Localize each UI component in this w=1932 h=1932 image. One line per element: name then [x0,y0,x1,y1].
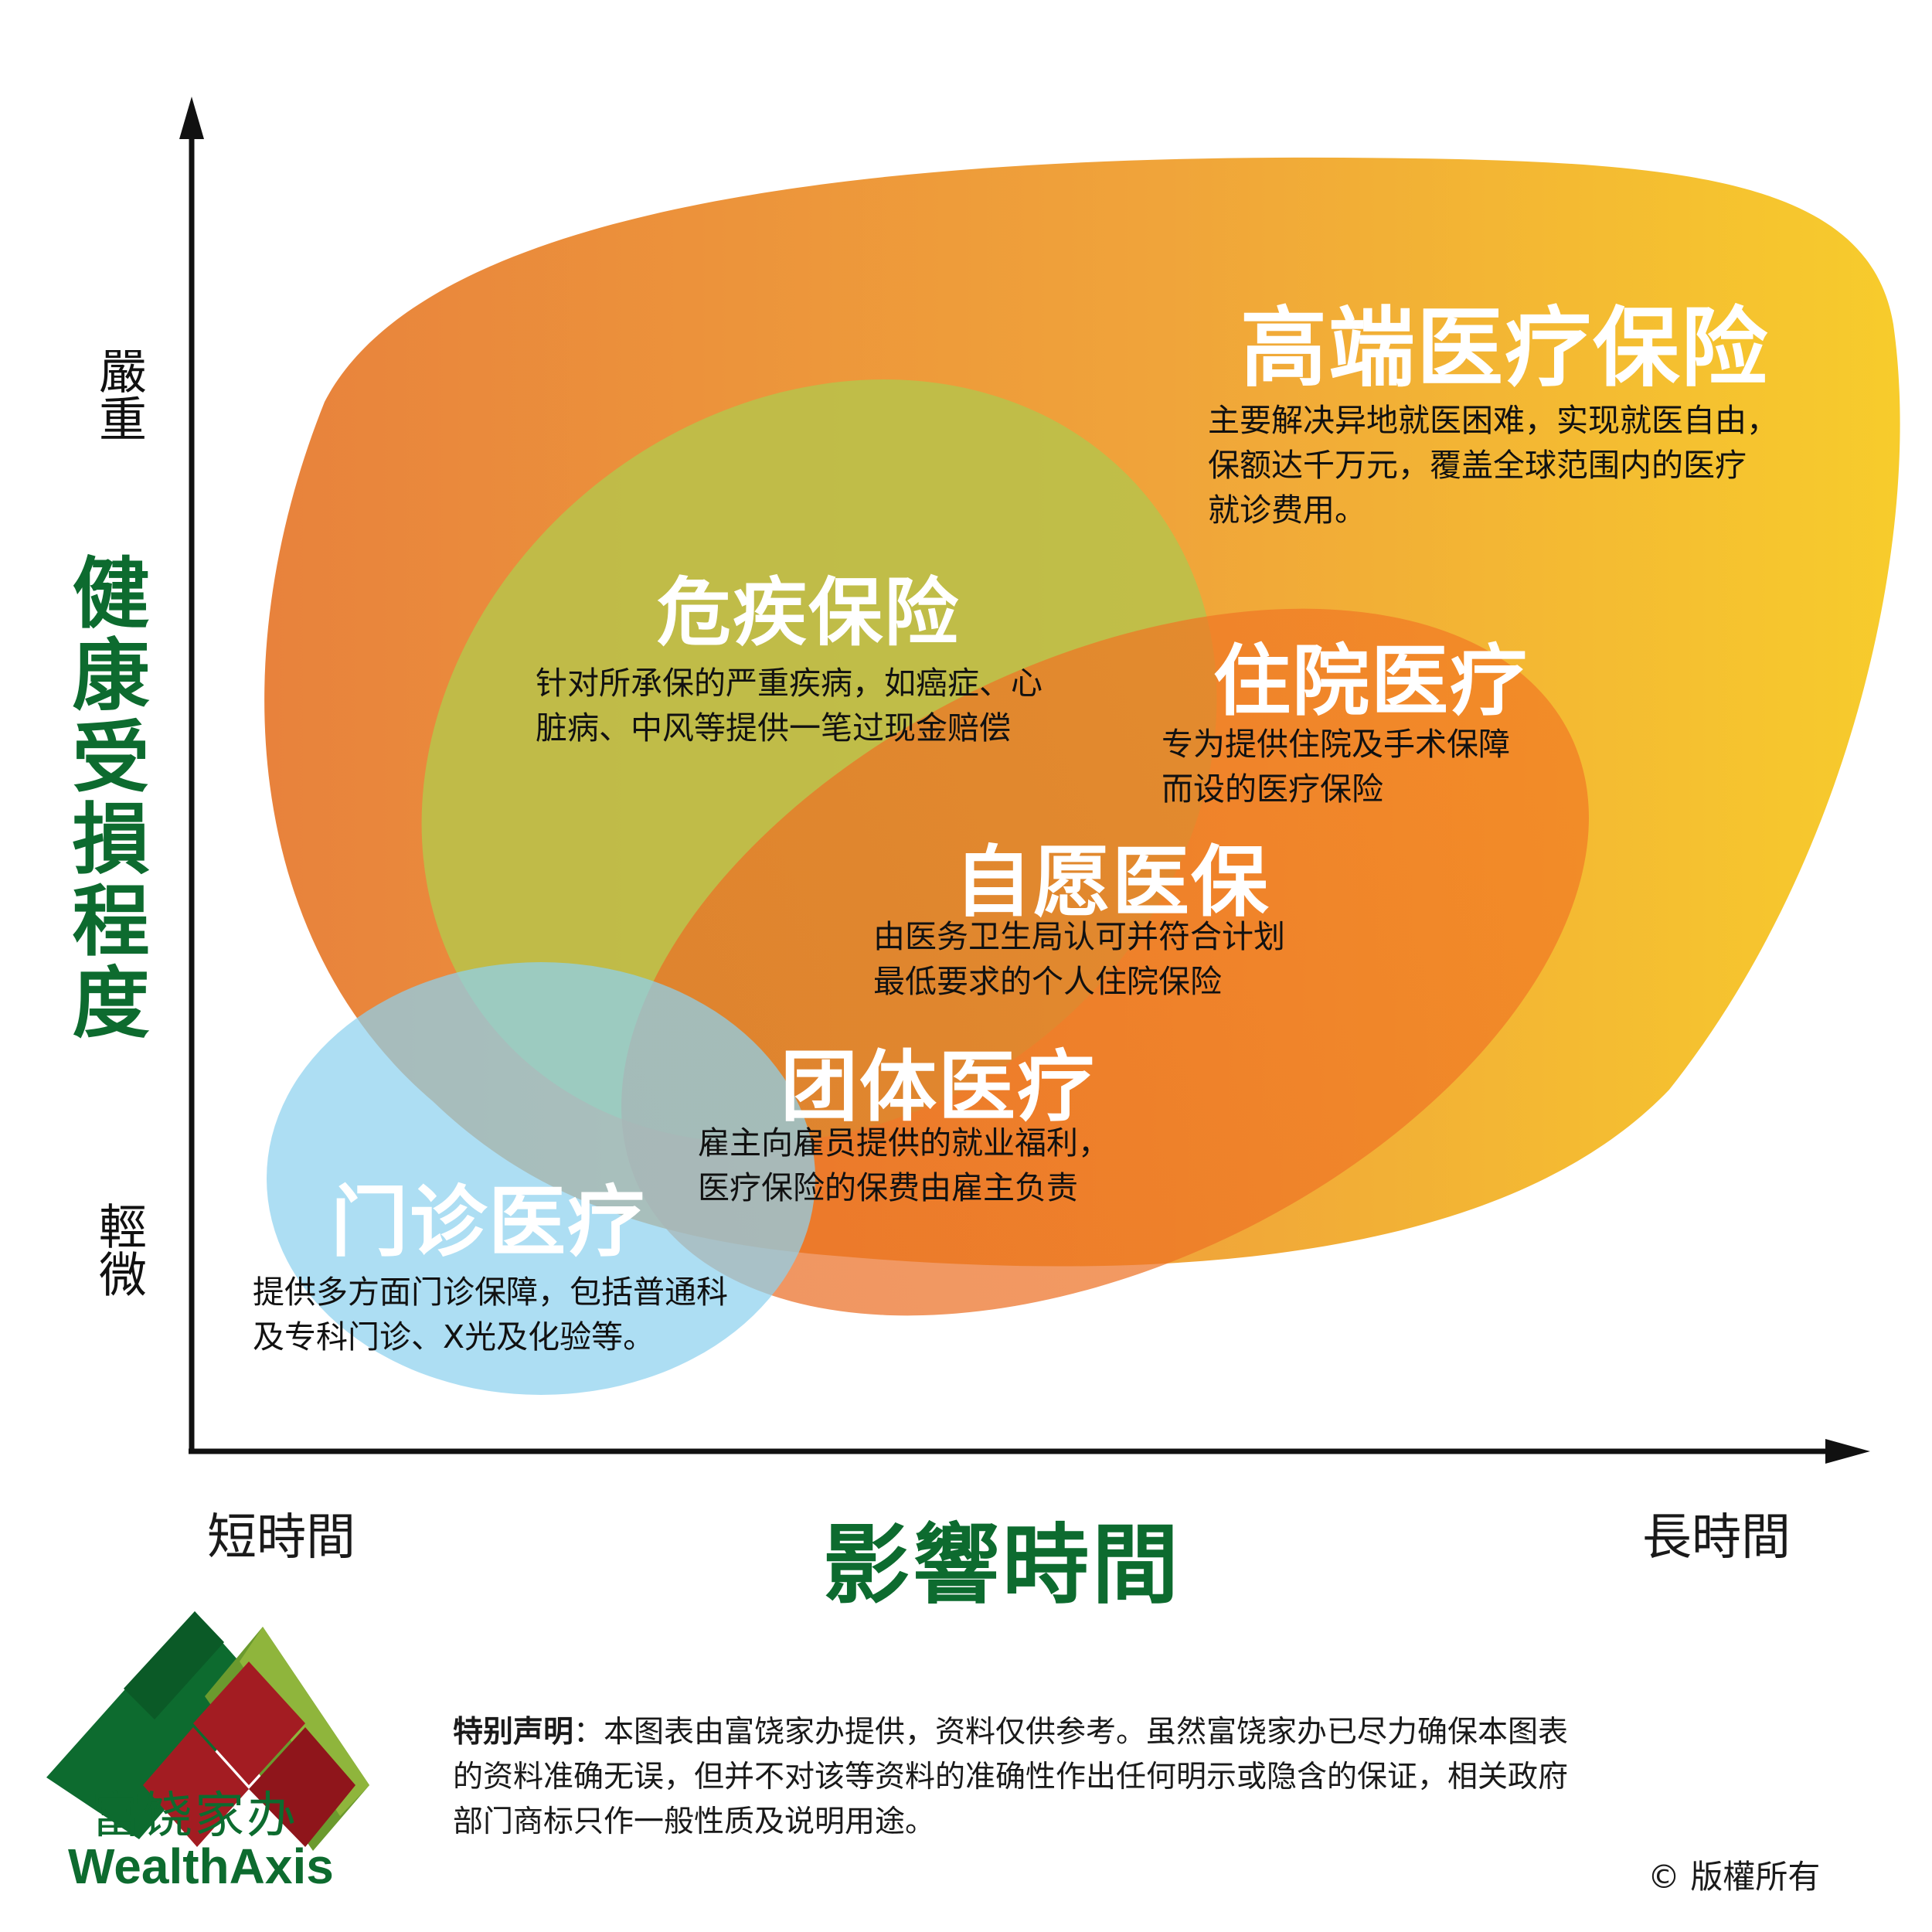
vhis-desc-line-2: 最低要求的个人住院保险 [873,963,1222,1000]
x-axis-arrow [1825,1439,1870,1464]
high-end-desc-line-3: 就诊费用。 [1208,492,1366,529]
outpatient-desc-line-1: 提供多方面门诊保障，包括普通科 [253,1274,728,1311]
vhis-desc-line-1: 由医务卫生局认可并符合计划 [873,918,1285,955]
x-axis-high-label: 長時間 [1642,1509,1791,1566]
high-end-desc-line-1: 主要解决异地就医困难，实现就医自由， [1208,402,1778,439]
disclaimer-label: 特别声明 [453,1715,574,1750]
vhis-title: 自愿医保 [954,837,1270,927]
group-title: 团体医疗 [781,1042,1096,1132]
copyright: © 版權所有 [1648,1858,1821,1896]
high-end-desc-line-2: 保额达千万元，覆盖全球范围内的医疗 [1208,447,1747,484]
high-end-title: 高端医疗保险 [1240,298,1769,399]
hospital-desc-line-1: 专为提供住院及手术保障 [1162,726,1510,763]
outpatient-title: 门诊医疗 [331,1177,646,1267]
critical-illness-desc-line-1: 针对所承保的严重疾病，如癌症、心 [536,665,1043,702]
disclaimer-line-1: 特别声明：本图表由富饶家办提供，资料仅供参考。虽然富饶家办已尽力确保本图表 [453,1708,1568,1751]
y-axis-low-label: 輕微 [90,1202,147,1298]
logo-mark [46,1611,369,1851]
group-desc-line-1: 雇主向雇员提供的就业福利， [698,1124,1110,1162]
hospital-region [621,608,1589,1316]
disclaimer-text-1: ：本图表由富饶家办提供，资料仅供参考。虽然富饶家办已尽力确保本图表 [573,1715,1569,1750]
hospital-title: 住院医疗 [1213,636,1529,726]
disclaimer-line-2: 的资料准确无误，但并不对该等资料的准确性作出任何明示或隐含的保证，相关政府 [453,1760,1569,1794]
logo-name-cn: 富饶家办 [91,1787,298,1845]
outpatient-desc-line-2: 及专科门诊、X光及化验等。 [253,1318,655,1355]
y-axis-high-label: 嚴重 [90,346,147,442]
x-axis-low-label: 短時間 [207,1509,355,1566]
hospital-desc-line-2: 而设的医疗保险 [1162,770,1383,808]
y-axis-title: 健康受損程度 [59,553,149,1044]
disclaimer-line-3: 部门商标只作一般性质及说明用途。 [453,1804,936,1839]
logo-name-en: WealthAxis [68,1838,334,1894]
group-desc-line-2: 医疗保险的保费由雇主负责 [698,1169,1078,1206]
critical-illness-title: 危疾保险 [657,570,960,656]
x-axis-title: 影響時間 [823,1515,1182,1616]
outpatient-region [267,962,815,1395]
critical-illness-desc-line-2: 脏病、中风等提供一笔过现金赔偿 [536,709,1011,747]
y-axis-arrow [179,97,204,139]
